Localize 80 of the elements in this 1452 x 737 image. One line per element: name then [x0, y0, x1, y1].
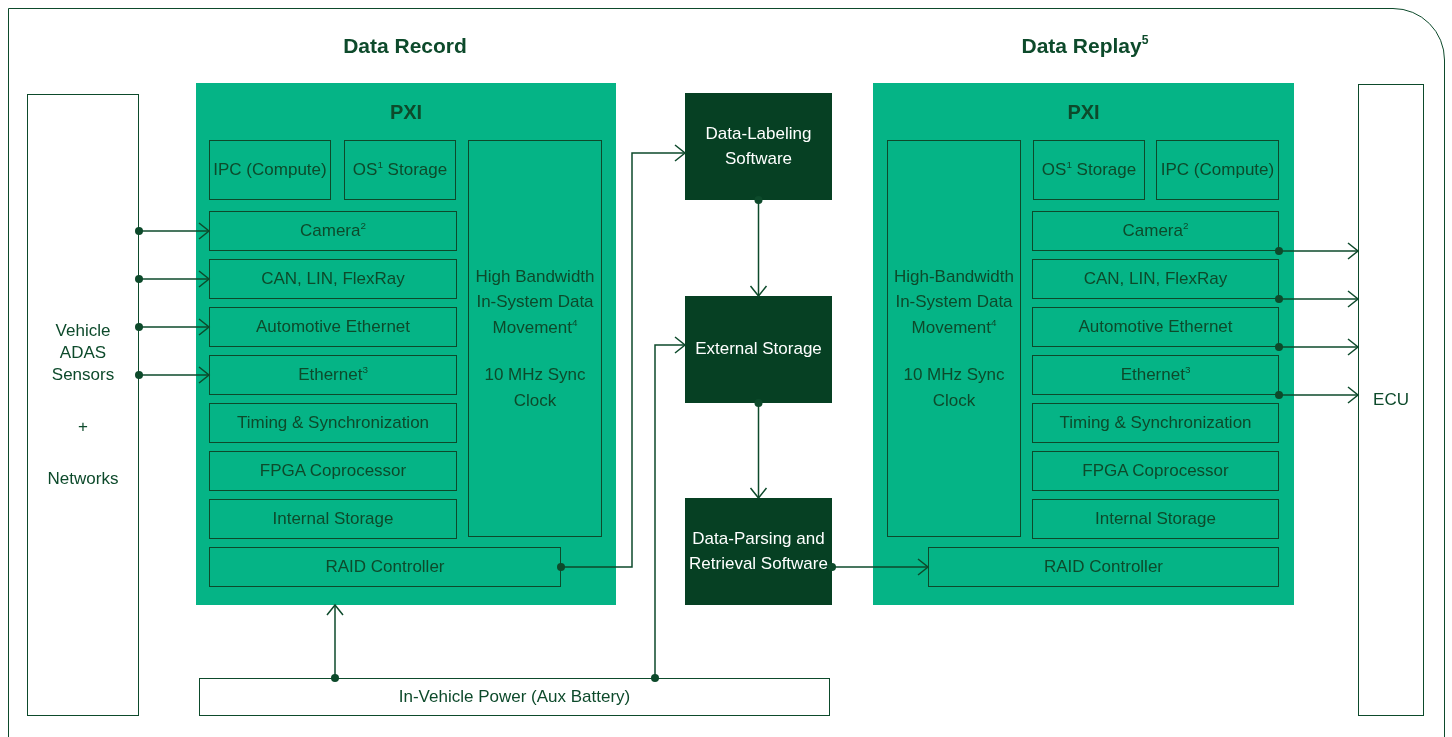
node-label: Automotive Ethernet [1077, 315, 1234, 338]
module-box [344, 140, 456, 200]
node-label: Ethernet$^{3}$ [1119, 363, 1192, 386]
node-label: Timing & Synchronization [235, 411, 431, 434]
module-box [468, 140, 602, 537]
node-label: Camera$^{2}$ [1121, 219, 1190, 242]
node-label: Internal Storage [1094, 507, 1217, 530]
arrow [828, 558, 929, 576]
module-box [209, 355, 457, 395]
node-label: IPC (Compute) [212, 158, 328, 181]
module-box [209, 403, 457, 443]
node-label: ECU [1372, 388, 1410, 411]
module-box [887, 140, 1021, 537]
software-box [685, 296, 832, 403]
node-label: Data-Parsing and Retrieval Software [688, 527, 829, 575]
node-label: FPGA Coprocessor [258, 459, 408, 482]
section-heading: Data Record [343, 34, 467, 58]
arrow [749, 196, 768, 297]
module-box [209, 307, 457, 347]
system-box [27, 94, 139, 716]
node-label: Timing & Synchronization [1058, 411, 1253, 434]
system-box [199, 678, 830, 716]
module-box [209, 140, 331, 200]
node-label: 10 MHz Sync Clock [902, 364, 1006, 412]
system-box [1358, 84, 1424, 716]
node-label: RAID Controller [1042, 555, 1164, 578]
chassis-panel [196, 83, 616, 605]
node-label: FPGA Coprocessor [1081, 459, 1230, 482]
node-label: External Storage [694, 338, 823, 361]
module-box [209, 259, 457, 299]
module-box [1032, 499, 1279, 539]
software-box [685, 498, 832, 605]
panel-title: PXI [388, 100, 424, 125]
module-box [1032, 211, 1279, 251]
node-label: Camera$^{2}$ [299, 219, 367, 242]
module-box [209, 451, 457, 491]
node-label: Vehicle ADAS Sensors [50, 319, 116, 386]
node-label: High-Bandwidth In-System Data Movement$^{4}$ [893, 265, 1015, 339]
node-label: + [77, 416, 89, 439]
module-box [1032, 451, 1279, 491]
node-label: Networks [46, 468, 120, 491]
arrow [651, 336, 686, 682]
software-box [685, 93, 832, 200]
module-box [1033, 140, 1145, 200]
node-label: CAN, LIN, FlexRay [1082, 267, 1229, 290]
node-label: 10 MHz Sync Clock [483, 364, 587, 412]
module-box [1156, 140, 1279, 200]
node-label: CAN, LIN, FlexRay [260, 267, 406, 290]
arrow [1275, 386, 1359, 404]
arrow [135, 270, 210, 288]
module-box [209, 499, 457, 539]
node-label: RAID Controller [324, 555, 446, 578]
module-box [928, 547, 1279, 587]
module-box [1032, 259, 1279, 299]
panel-title: PXI [1066, 100, 1101, 125]
arrow [326, 604, 344, 682]
node-label: OS$^{1}$ Storage [1040, 158, 1138, 181]
section-heading: Data Replay$^{5}$ [1021, 34, 1149, 58]
node-label: Automotive Ethernet [255, 315, 411, 338]
node-label: In-Vehicle Power (Aux Battery) [397, 685, 632, 708]
chassis-panel [873, 83, 1294, 605]
node-label: High Bandwidth In-System Data Movement$^{4}$ [474, 265, 596, 339]
module-box [1032, 307, 1279, 347]
node-label: IPC (Compute) [1159, 158, 1276, 181]
node-label: Data-Labeling Software [704, 122, 813, 170]
arrow [749, 399, 768, 499]
module-box [1032, 355, 1279, 395]
arrow [135, 318, 210, 336]
module-box [1032, 403, 1279, 443]
node-label: Internal Storage [271, 507, 395, 530]
module-box [209, 211, 457, 251]
module-box [209, 547, 561, 587]
node-label: Ethernet$^{3}$ [297, 363, 369, 386]
arrow [557, 144, 686, 571]
arrow [1275, 338, 1359, 356]
arrow [1275, 242, 1359, 260]
arrow [135, 222, 210, 240]
arrow [1275, 290, 1359, 308]
node-label: OS$^{1}$ Storage [351, 158, 449, 181]
arrow [135, 366, 210, 384]
